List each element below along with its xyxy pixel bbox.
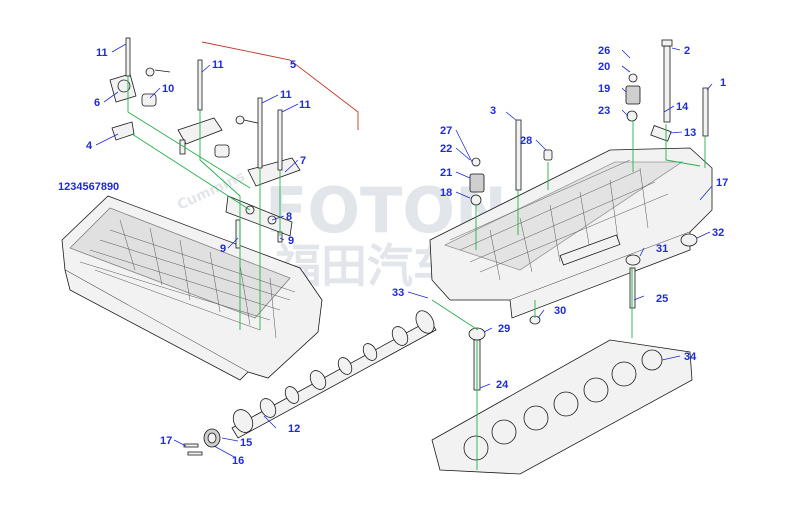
callout-leaders [95, 43, 713, 459]
callout-4: 4 [86, 140, 93, 152]
callout-15: 15 [240, 437, 252, 449]
callout-9-a: 9 [288, 235, 294, 247]
watermark: FOTON 福田汽车 Cummins [175, 168, 507, 293]
rocker-assembly [109, 67, 301, 249]
right-cylinder-head [429, 147, 713, 319]
callout-8: 8 [286, 211, 292, 223]
callout-32: 31 [656, 243, 668, 255]
callout-29: 28 [520, 135, 532, 147]
assembly-guide-lines [127, 76, 706, 470]
model-label: 1234567890 [58, 181, 119, 193]
callout-19: 18 [440, 187, 452, 199]
callout-1: 1 [720, 77, 726, 89]
callout-21: 20 [598, 61, 610, 73]
callout-9-b: 9 [220, 243, 226, 255]
callout-14: 14 [676, 101, 689, 113]
section-line [201, 41, 359, 130]
callout-12: 12 [288, 423, 300, 435]
callout-2: 2 [684, 45, 690, 57]
callout-26: 25 [656, 293, 668, 305]
callout-35: 34 [684, 351, 697, 363]
callout-17: 17 [160, 435, 172, 447]
callout-30: 29 [498, 323, 510, 335]
callout-23: 22 [440, 143, 452, 155]
camshaft [183, 310, 437, 456]
callout-16: 16 [232, 455, 244, 467]
callout-25: 24 [496, 379, 509, 391]
callout-11-a: 11 [96, 47, 108, 59]
callout-6: 6 [94, 97, 100, 109]
callout-18: 17 [716, 177, 728, 189]
callout-7: 7 [300, 155, 306, 167]
callout-33: 32 [712, 227, 724, 239]
left-cylinder-head [61, 195, 323, 381]
callout-22: 21 [440, 167, 452, 179]
callout-31: 30 [554, 305, 566, 317]
callout-11-c: 11 [280, 89, 292, 101]
callout-27: 26 [598, 45, 610, 57]
callout-11-b: 11 [212, 59, 224, 71]
callout-3: 3 [490, 105, 496, 117]
callout-20: 19 [598, 83, 610, 95]
callout-10: 10 [162, 83, 174, 95]
callout-11-d: 11 [299, 99, 311, 111]
callout-13: 13 [684, 127, 696, 139]
callout-labels: 11 6 4 10 11 5 11 11 7 8 9 9 1234567890 … [58, 45, 728, 467]
callout-28: 27 [440, 125, 452, 137]
head-gasket [431, 339, 693, 475]
callout-5: 5 [290, 59, 296, 71]
callout-24: 23 [598, 105, 610, 117]
callout-34: 33 [392, 287, 404, 299]
